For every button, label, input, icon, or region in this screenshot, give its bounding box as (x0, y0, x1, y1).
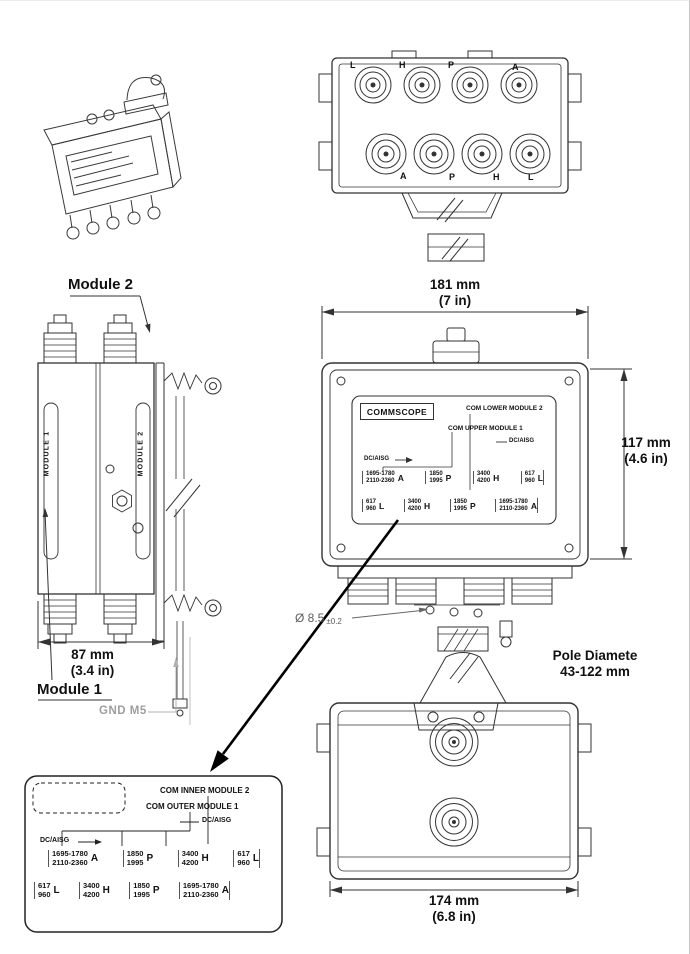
port-letter: H (201, 853, 209, 864)
front-label-plate (351, 395, 557, 525)
pole-diameter-line2: 43-122 mm (560, 663, 630, 679)
front-label-dc-right: DC/AISG (509, 438, 535, 444)
gnd-label: GND M5 (99, 705, 147, 717)
top-view-port-label: A (400, 171, 407, 181)
bottom-width-mm: 174 mm (428, 893, 480, 908)
front-bottom-connectors (337, 565, 573, 648)
port-letter: H (102, 885, 110, 896)
front-label-dc-left: DC/AISG (364, 456, 390, 462)
front-width-in: (7 in) (438, 292, 472, 308)
port-letter: P (146, 853, 154, 864)
top-view-port-label: P (448, 60, 455, 70)
side-width-mm: 87 mm (71, 647, 114, 662)
side-width-dim: 87 mm (3.4 in) (45, 647, 140, 679)
brand-text: COMMSCOPE (366, 406, 428, 417)
detail-label-dc-left: DC/AISG (40, 837, 70, 844)
side-view (37, 314, 222, 717)
hole-leader-line (351, 607, 428, 619)
bottom-width-dim: 174 mm (6.8 in) (404, 893, 504, 925)
port-letter: A (221, 885, 229, 896)
port-letter: P (152, 885, 160, 896)
module2-callout: Module 2 (68, 276, 134, 293)
port-letter: L (379, 500, 385, 511)
port-letter: P (470, 500, 476, 511)
module1-callout: Module 1 (37, 681, 103, 698)
bottom-width-dimension-line (329, 881, 579, 897)
pole-diameter-line1: Pole Diamete (552, 648, 638, 663)
module1-vertical-tag: MODULE 1 (43, 430, 51, 477)
top-view-port-label: L (350, 60, 356, 70)
front-view (321, 327, 589, 567)
hole-diameter-note: Ø 8.5±0.2 (295, 611, 342, 626)
port-letter: L (537, 472, 543, 483)
port-letter: H (493, 472, 500, 483)
front-label-upper-title: COM UPPER MODULE 1 (448, 425, 523, 432)
port-letter: A (530, 500, 537, 511)
front-width-dim: 181 mm (7 in) (405, 277, 505, 309)
top-view (318, 50, 582, 262)
pole-diameter-note: Pole Diamete 43-122 mm (525, 648, 665, 680)
gnd-leader-line (148, 637, 191, 725)
label-detail (24, 775, 283, 933)
front-height-in: (4.6 in) (624, 450, 668, 466)
module2-vertical-tag: MODULE 2 (137, 430, 145, 477)
front-width-dimension-line (321, 306, 589, 359)
detail-label-inner-title: COM INNER MODULE 2 (160, 786, 250, 795)
top-view-lower-connectors (365, 133, 551, 175)
front-label-lower-title: COM LOWER MODULE 2 (466, 405, 543, 412)
bottom-view-connectors (429, 717, 479, 847)
module-callout-leaders (38, 295, 151, 701)
side-width-dimension-line (37, 601, 165, 649)
top-view-port-label: H (399, 60, 406, 70)
bottom-width-in: (6.8 in) (432, 908, 476, 924)
port-letter: L (252, 853, 259, 864)
isometric-view (43, 74, 182, 240)
top-view-port-label: P (449, 172, 456, 182)
front-height-dimension-line (590, 368, 632, 560)
port-letter: H (424, 500, 431, 511)
hole-tolerance: ±0.2 (326, 617, 342, 626)
side-width-in: (3.4 in) (70, 662, 115, 678)
hole-dia-value: Ø 8.5 (295, 611, 325, 625)
front-height-dim: 117 mm (4.6 in) (604, 435, 688, 467)
top-view-port-label: H (493, 172, 500, 182)
top-view-upper-connectors (354, 66, 538, 104)
port-letter: A (397, 472, 404, 483)
front-width-mm: 181 mm (429, 277, 481, 292)
bottom-view (316, 626, 592, 880)
port-letter: L (53, 885, 60, 896)
top-view-port-label: A (512, 62, 519, 72)
brand-box: COMMSCOPE (360, 403, 434, 420)
port-letter: A (90, 853, 99, 864)
front-height-mm: 117 mm (621, 435, 671, 450)
detail-leader-arrow (210, 519, 400, 772)
top-view-port-label: L (528, 172, 534, 182)
detail-label-outer-title: COM OUTER MODULE 1 (146, 802, 239, 811)
detail-label-dc-right: DC/AISG (202, 817, 232, 824)
port-letter: P (445, 472, 452, 483)
